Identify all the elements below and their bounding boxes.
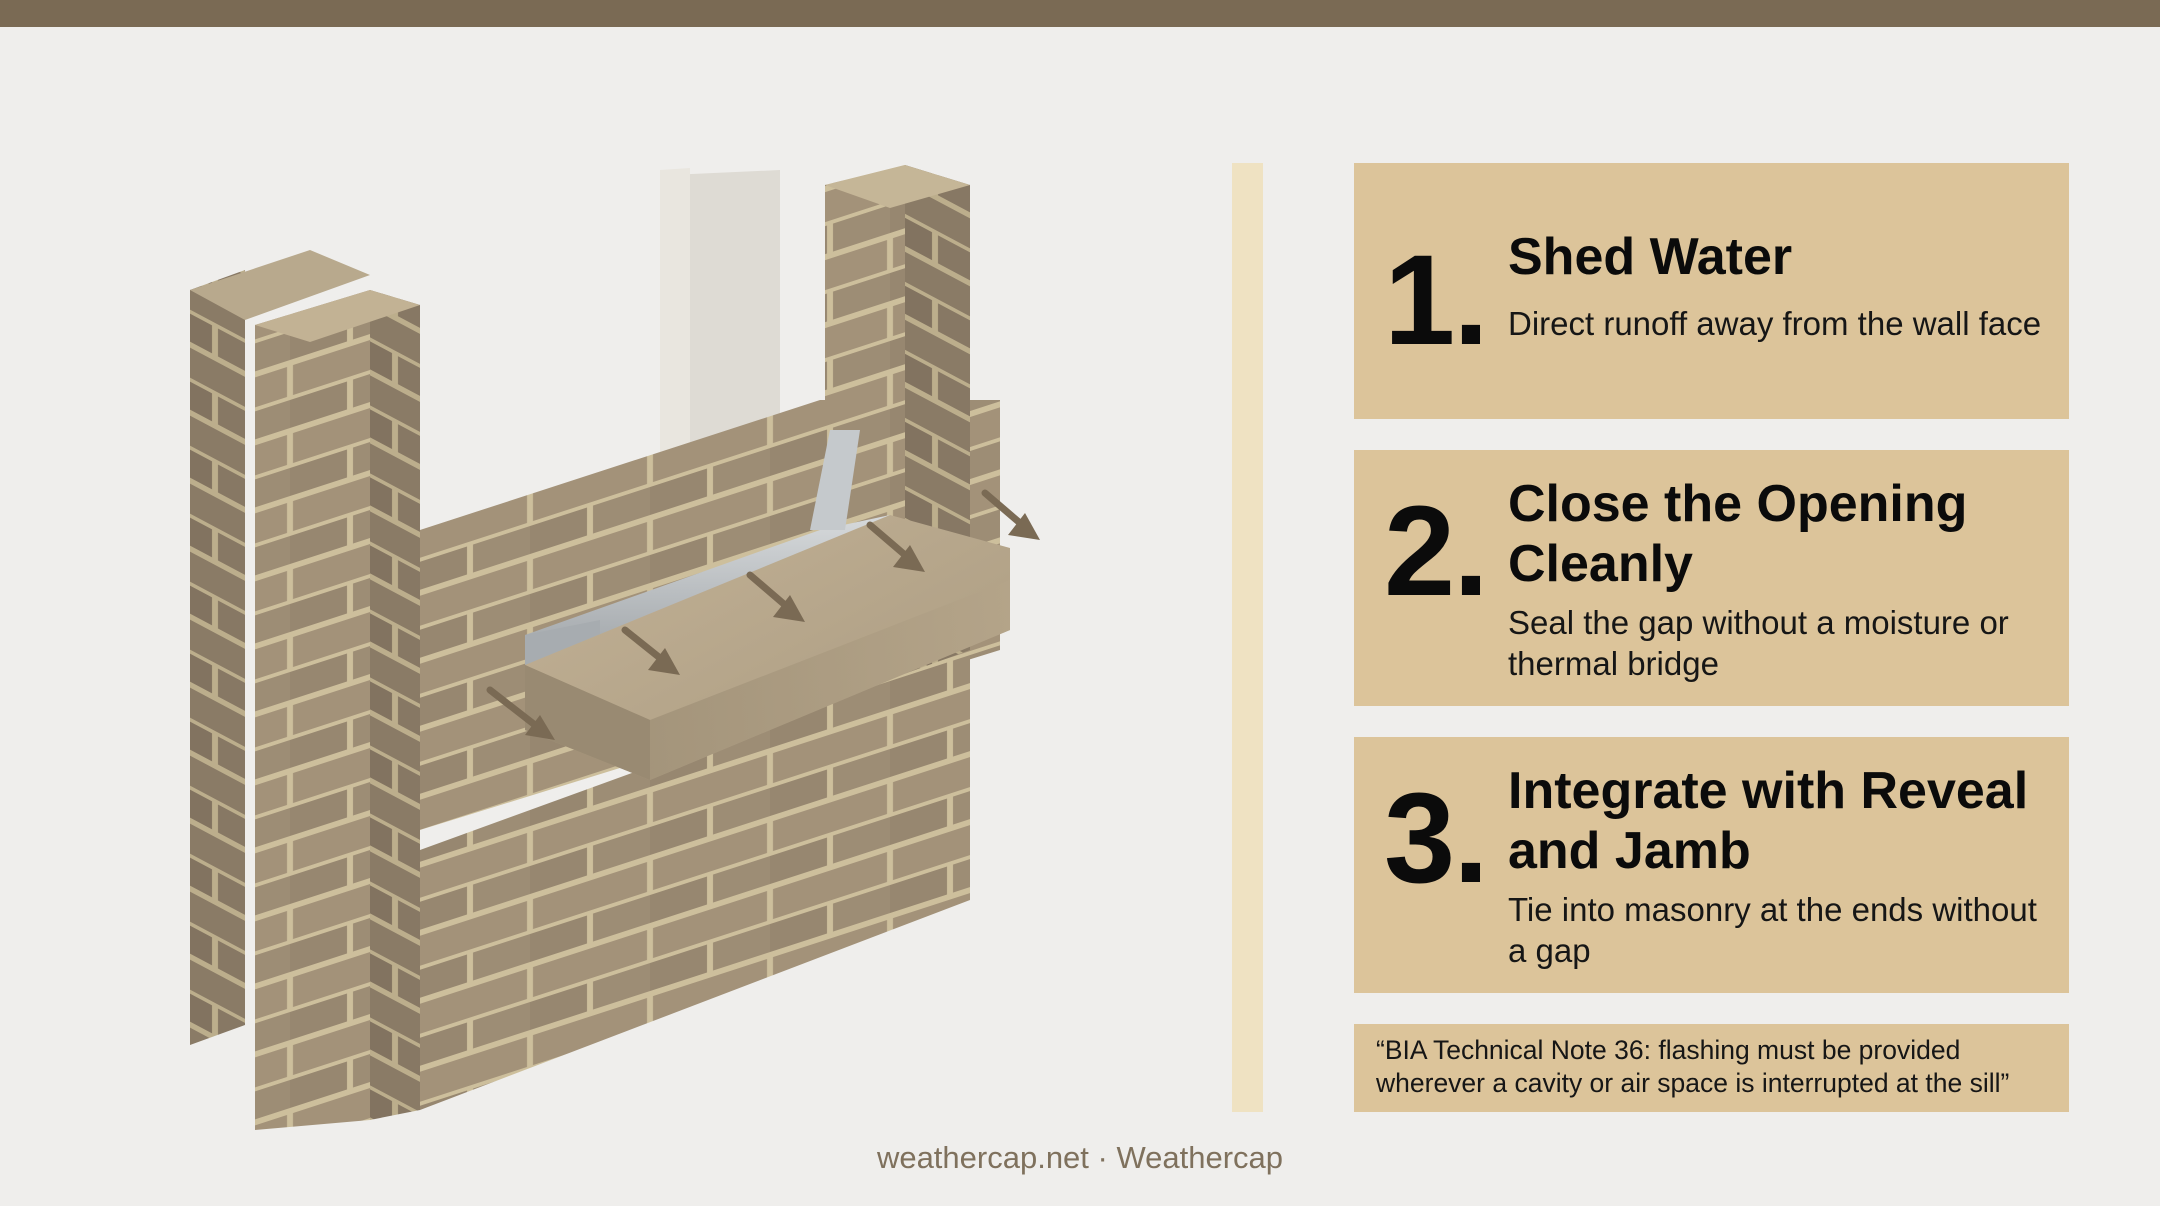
step-card-3: 3. Integrate with Reveal and Jamb Tie in… bbox=[1354, 737, 2069, 993]
step-title: Shed Water bbox=[1508, 228, 1793, 286]
step-description: Direct runoff away from the wall face bbox=[1508, 305, 2042, 342]
left-back-pier bbox=[190, 250, 370, 1045]
step-number: 3. bbox=[1384, 767, 1489, 910]
quote-box: “BIA Technical Note 36: flashing must be… bbox=[1354, 1024, 2069, 1112]
step-card-1: 1. Shed Water Direct runoff away from th… bbox=[1354, 163, 2069, 419]
step-number: 2. bbox=[1384, 480, 1489, 623]
footer-credit: weathercap.net · Weathercap bbox=[876, 1140, 1284, 1175]
step-card-2: 2. Close the Opening Cleanly Seal the ga… bbox=[1354, 450, 2069, 706]
left-front-pier bbox=[255, 290, 420, 1130]
stone-sill bbox=[525, 515, 1010, 780]
top-band bbox=[0, 0, 2160, 27]
step-title: Close the Opening Cleanly bbox=[1508, 475, 1968, 593]
step-description: Seal the gap without a moisture or therm… bbox=[1508, 604, 2009, 682]
step-title: Integrate with Reveal and Jamb bbox=[1508, 762, 2029, 880]
brick-sill-illustration bbox=[190, 165, 1040, 1130]
step-number: 1. bbox=[1384, 229, 1489, 372]
step-description: Tie into masonry at the ends without a g… bbox=[1508, 891, 2037, 969]
lower-wall bbox=[420, 650, 970, 1110]
vertical-divider bbox=[1232, 163, 1263, 1112]
drainage-arrows bbox=[486, 489, 1040, 740]
